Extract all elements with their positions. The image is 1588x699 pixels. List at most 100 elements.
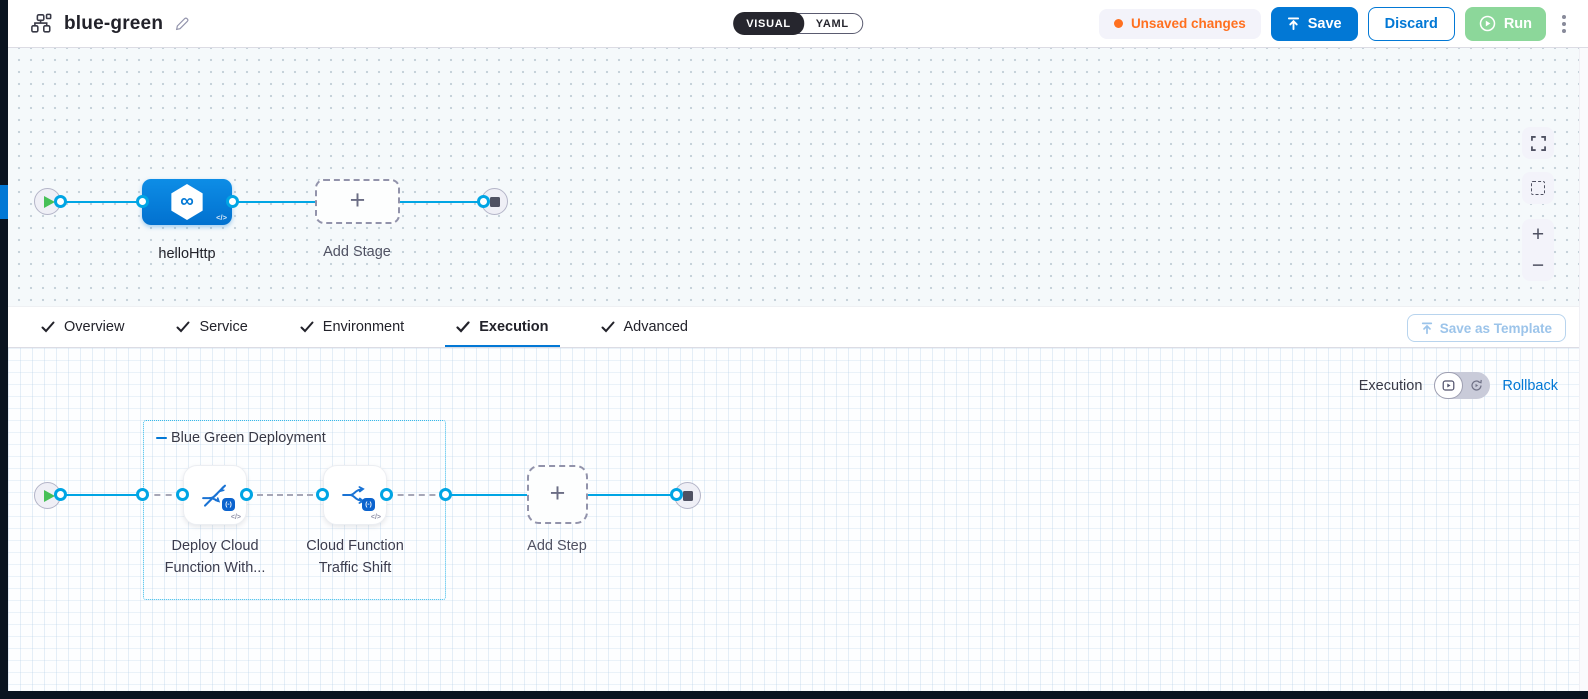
run-play-icon: [1479, 15, 1496, 32]
add-stage-button[interactable]: +: [315, 179, 400, 224]
execution-rollback-toggle: [1434, 372, 1491, 399]
cloud-function-badge-icon: (-): [362, 498, 375, 511]
fullscreen-icon: [1530, 135, 1546, 151]
unsaved-dot-icon: [1113, 19, 1123, 28]
toggle-yaml[interactable]: YAML: [815, 17, 849, 30]
unsaved-label: Unsaved changes: [1130, 16, 1246, 31]
more-options-kebab-icon[interactable]: [1556, 11, 1572, 37]
step-code-icon: </>: [230, 514, 241, 521]
dashed-connector: [247, 494, 323, 496]
flow-line: [446, 494, 527, 496]
tab-environment[interactable]: Environment: [289, 307, 415, 347]
step-label: Deploy Cloud Function With...: [164, 538, 266, 576]
upload-icon: [1421, 322, 1432, 334]
group-label-row: Blue Green Deployment: [156, 430, 326, 446]
port[interactable]: [439, 488, 452, 501]
port[interactable]: [316, 488, 329, 501]
marquee-select-icon: [1531, 181, 1545, 195]
port[interactable]: [136, 488, 149, 501]
port[interactable]: [380, 488, 393, 501]
tab-overview[interactable]: Overview: [30, 307, 135, 347]
check-icon: [41, 321, 55, 333]
step-code-icon: </>: [370, 514, 381, 521]
pipeline-icon: [30, 13, 53, 35]
port[interactable]: [240, 488, 253, 501]
cloud-function-badge-icon: (-): [222, 498, 235, 511]
zoom-in-button[interactable]: +: [1522, 219, 1554, 250]
add-stage-label: Add Stage: [323, 244, 391, 260]
header: blue-green VISUAL YAML Unsaved changes: [8, 0, 1588, 48]
execution-mode-row: Execution Rollback: [1359, 372, 1558, 399]
flow-line: [232, 201, 315, 203]
execution-canvas[interactable]: Execution Rollback: [8, 348, 1588, 691]
port[interactable]: [670, 488, 683, 501]
visual-yaml-toggle: VISUAL YAML: [733, 12, 863, 35]
toggle-visual[interactable]: VISUAL: [733, 12, 804, 35]
traffic-shift-icon: [342, 486, 365, 504]
stage-label: helloHttp: [158, 246, 216, 262]
check-icon: [456, 321, 470, 333]
port[interactable]: [477, 195, 490, 208]
add-step-label: Add Step: [527, 538, 587, 554]
check-icon: [300, 321, 314, 333]
check-icon: [176, 321, 190, 333]
plus-icon: +: [349, 184, 366, 215]
fullscreen-button[interactable]: [1522, 127, 1554, 159]
dashed-connector: [387, 494, 446, 496]
step-cloud-function-traffic-shift[interactable]: (-) </>: [323, 465, 387, 525]
stage-canvas[interactable]: ∞ </> + helloHttp Add Stage +: [8, 48, 1588, 306]
deploy-with-slash-icon: [202, 484, 226, 507]
upload-icon: [1287, 17, 1299, 30]
rollback-link[interactable]: Rollback: [1502, 377, 1558, 394]
unsaved-changes-badge: Unsaved changes: [1098, 8, 1261, 39]
stage-node-hellohttp[interactable]: ∞ </>: [142, 179, 232, 225]
port[interactable]: [54, 195, 67, 208]
port[interactable]: [54, 488, 67, 501]
step-deploy-cloud-function[interactable]: (-) </>: [183, 465, 247, 525]
start-play-icon: [43, 195, 55, 208]
serverless-hexagon-icon: ∞: [171, 184, 203, 220]
tab-service[interactable]: Service: [165, 307, 258, 347]
discard-button[interactable]: Discard: [1367, 6, 1455, 41]
stage-code-icon: </>: [216, 213, 227, 222]
group-dash-icon: [156, 436, 167, 440]
zoom-out-button[interactable]: −: [1522, 250, 1554, 281]
flow-line: [60, 201, 142, 203]
start-play-icon: [43, 489, 55, 502]
execution-end-node: [674, 482, 701, 509]
add-step-button[interactable]: +: [527, 465, 588, 524]
zoom-controls: + −: [1522, 219, 1554, 281]
tab-advanced[interactable]: Advanced: [590, 307, 700, 347]
stop-square-icon: [682, 490, 693, 501]
stop-square-icon: [489, 196, 500, 207]
port[interactable]: [176, 488, 189, 501]
rollback-arrow-icon: [1471, 379, 1483, 391]
rollback-mode-button[interactable]: [1463, 372, 1490, 399]
dashed-connector: [143, 494, 183, 496]
flow-line: [588, 494, 676, 496]
multi-select-button[interactable]: [1522, 172, 1554, 204]
rail-accent: [0, 185, 8, 219]
save-as-template-button[interactable]: Save as Template: [1406, 314, 1566, 342]
left-rail: [0, 0, 8, 699]
save-button[interactable]: Save: [1270, 6, 1358, 41]
check-icon: [601, 321, 614, 333]
pipeline-title: blue-green: [64, 12, 164, 34]
port[interactable]: [226, 195, 239, 208]
bottom-edge: [0, 691, 1588, 699]
step-label: Cloud Function Traffic Shift: [306, 538, 404, 576]
run-button[interactable]: Run: [1464, 6, 1546, 41]
plus-icon: +: [549, 477, 566, 508]
execution-play-icon: [1443, 380, 1455, 391]
execution-mode-button[interactable]: [1434, 372, 1464, 399]
edit-pencil-icon[interactable]: [174, 16, 190, 32]
stage-tabbar: Overview Service Environment Execution A…: [8, 306, 1588, 348]
execution-mode-label: Execution: [1358, 377, 1423, 394]
step-group-blue-green-deployment[interactable]: Blue Green Deployment: [143, 420, 446, 600]
right-gutter: [1579, 48, 1588, 691]
port[interactable]: [136, 195, 149, 208]
tab-execution[interactable]: Execution: [445, 307, 559, 347]
flow-line: [60, 494, 143, 496]
flow-line: [400, 201, 485, 203]
